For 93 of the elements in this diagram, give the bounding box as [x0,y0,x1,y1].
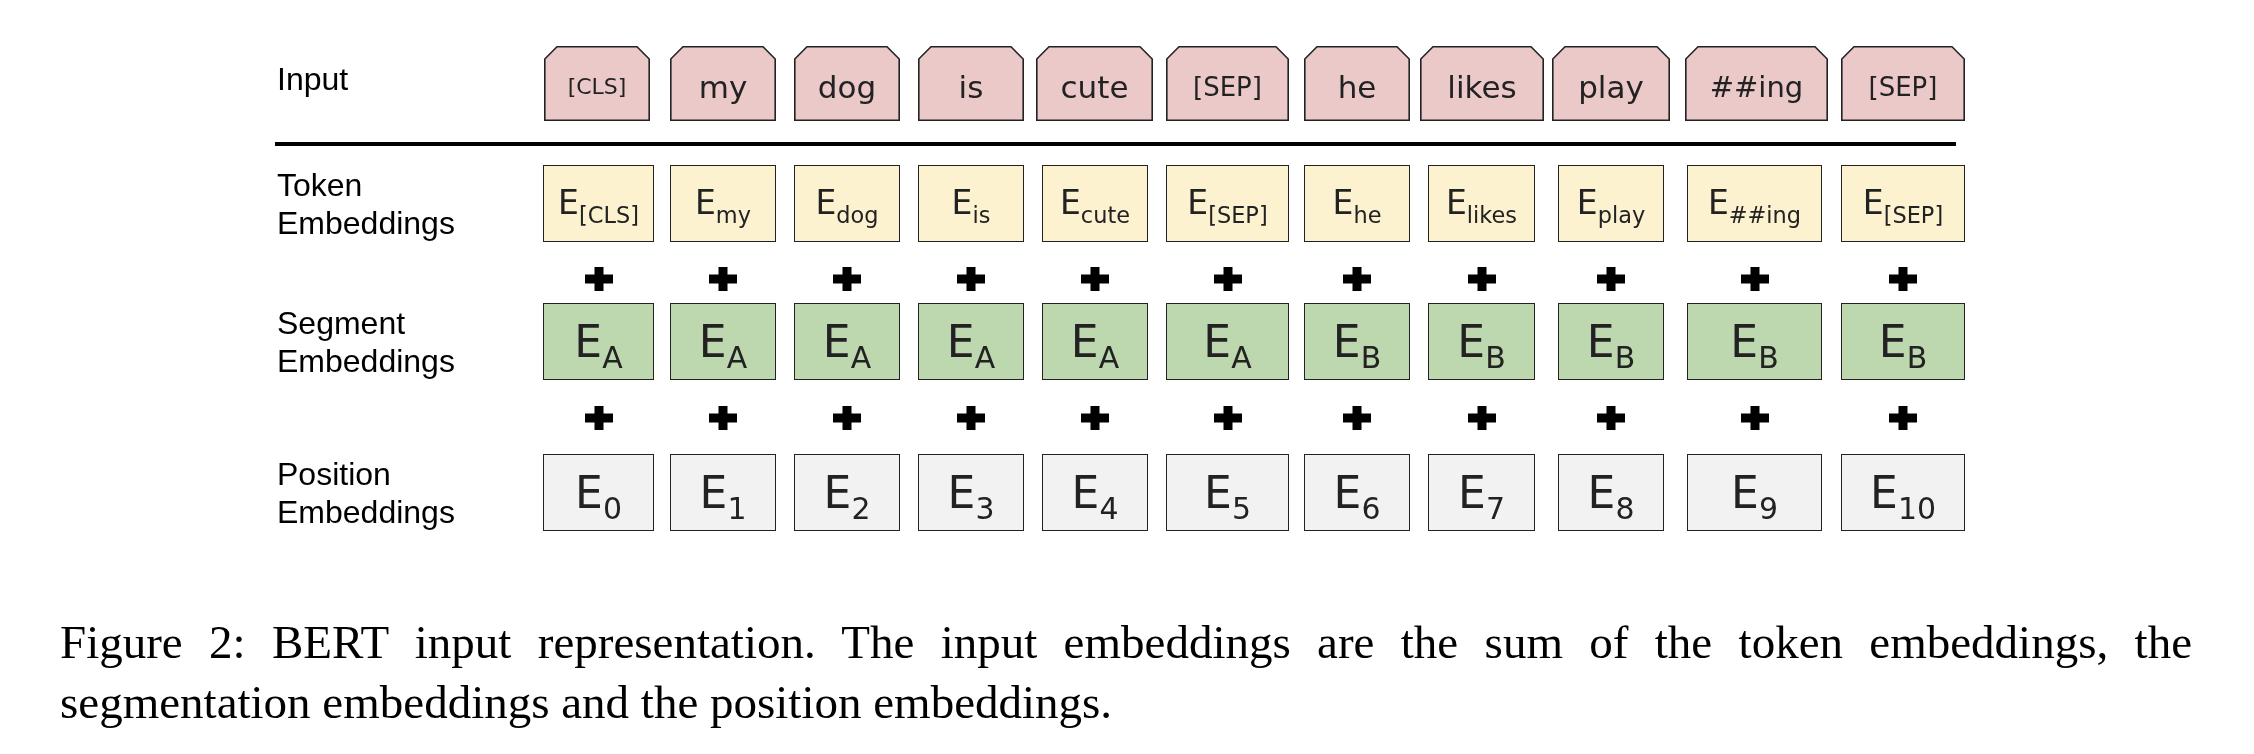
embedding-label: E$_{A}$ [574,317,623,374]
token-embedding-box [918,165,1024,242]
position-embedding-box [1428,454,1535,531]
embedding-label: E$_{my}$ [695,185,751,226]
embedding-label: E$_{is}$ [951,185,991,226]
token-tag [1036,46,1153,121]
position-embedding-box [1687,454,1822,531]
position-embedding-box [670,454,776,531]
embedding-label: E$_{likes}$ [1446,185,1517,226]
token-embedding-box [1166,165,1289,242]
embedding-label: E$_{7}$ [1458,468,1505,525]
embedding-label: E$_{dog}$ [815,185,879,226]
embedding-label: E$_{A}$ [698,317,748,374]
embedding-label: E$_{##ing}$ [1707,185,1802,226]
embedding-label: E$_{10}$ [1870,468,1936,525]
embedding-label: E$_{A}$ [1203,317,1252,374]
row-label: Position Embeddings [277,454,456,531]
token-embedding-box [1428,165,1535,242]
segment-embedding-box [1687,303,1822,380]
embedding-label: E$_{A}$ [946,317,996,374]
position-embedding-box [918,454,1024,531]
token-embedding-box [1687,165,1822,242]
token-text: cute [1060,70,1129,105]
token-text: [SEP] [1193,73,1262,102]
segment-embedding-box [1304,303,1410,380]
figure-caption: Figure 2: BERT input representation. The input embeddings are the sum of the token embeddings, the segmentation embeddings and the position embeddings. [60,615,2192,730]
embedding-label: E$_{0}$ [575,468,622,525]
embedding-label: E$_{1}$ [699,468,747,525]
embedding-label: E$_{[CLS]}$ [558,185,639,226]
embedding-label: E$_{3}$ [947,468,995,525]
embedding-label: E$_{B}$ [1457,317,1506,374]
embedding-label: E$_{he}$ [1332,185,1382,226]
token-tag [1841,46,1965,121]
token-text: is [958,70,984,105]
embedding-label: E$_{8}$ [1587,468,1635,525]
segment-embedding-box [1841,303,1965,380]
embedding-label: E$_{[SEP]}$ [1862,185,1944,226]
position-embedding-box [794,454,900,531]
token-text: [SEP] [1868,73,1938,102]
embedding-label: E$_{cute}$ [1060,185,1130,226]
segment-embedding-box [1558,303,1664,380]
token-tag [794,46,900,121]
position-embedding-box [1042,454,1148,531]
token-embedding-box [670,165,776,242]
embedding-label: E$_{5}$ [1204,468,1251,525]
embedding-label: E$_{B}$ [1332,317,1382,374]
position-embedding-box [1166,454,1289,531]
embedding-label: E$_{9}$ [1731,468,1778,525]
segment-embedding-box [670,303,776,380]
token-embedding-box [1841,165,1965,242]
embedding-label: E$_{4}$ [1071,468,1119,525]
token-tag [1685,46,1828,121]
embedding-label: E$_{[SEP]}$ [1187,185,1268,226]
segment-embedding-box [794,303,900,380]
segment-embedding-box [918,303,1024,380]
embedding-label: E$_{B}$ [1730,317,1779,374]
token-text: play [1578,70,1644,105]
embedding-label: E$_{A}$ [1070,317,1120,374]
position-embedding-box [1841,454,1965,531]
embedding-label: E$_{6}$ [1333,468,1381,525]
embedding-label: E$_{B}$ [1878,317,1928,374]
token-tag [918,46,1024,121]
token-text: [CLS] [567,75,627,100]
token-text: ##ing [1709,71,1804,104]
embedding-label: E$_{B}$ [1586,317,1636,374]
token-text: he [1337,70,1377,105]
row-label: Segment Embeddings [277,303,456,380]
token-embedding-box [1558,165,1664,242]
position-embedding-box [543,454,654,531]
row-label: Token Embeddings [277,165,456,242]
token-text: my [698,70,748,105]
segment-embedding-box [1166,303,1289,380]
segment-embedding-box [543,303,654,380]
token-embedding-box [1042,165,1148,242]
token-text: likes [1447,70,1517,105]
embedding-label: E$_{play}$ [1576,185,1646,226]
position-embedding-box [1304,454,1410,531]
token-embedding-box [543,165,654,242]
token-tag [1304,46,1410,121]
position-embedding-box [1558,454,1664,531]
token-tag [1166,46,1289,121]
segment-embedding-box [1428,303,1535,380]
token-embedding-box [794,165,900,242]
segment-embedding-box [1042,303,1148,380]
token-embedding-box [1304,165,1410,242]
token-text: dog [817,70,877,105]
embedding-label: E$_{2}$ [823,468,871,525]
embedding-label: E$_{A}$ [822,317,872,374]
token-tag [544,46,650,121]
row-label: Input [277,59,350,98]
token-tag [1552,46,1670,121]
token-tag [670,46,776,121]
token-tag [1420,46,1544,121]
